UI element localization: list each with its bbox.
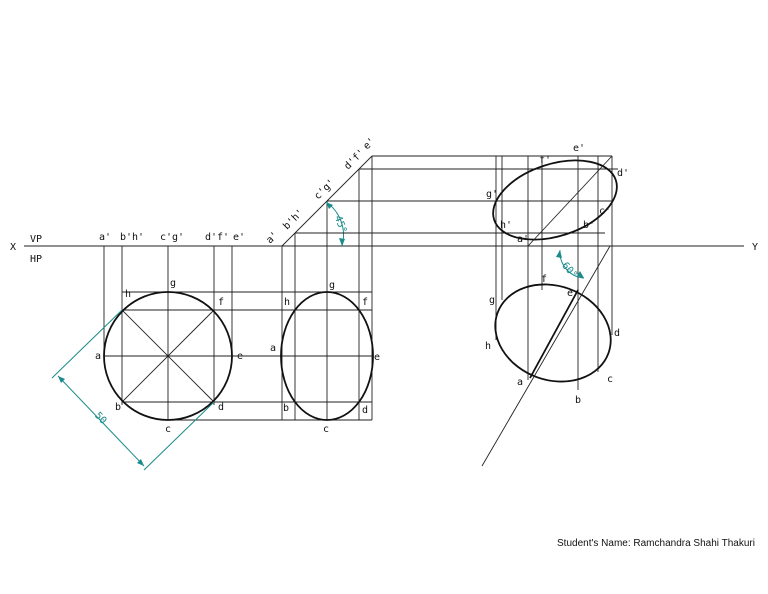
view2-fv-label: b'h' <box>281 207 306 232</box>
view2-tv-label: c <box>323 424 329 435</box>
view3-top-view-ellipse <box>494 283 612 383</box>
view2-group: a' b'h' c'g' d'f' e' 45° a b c d e f g h <box>264 136 380 435</box>
view3-fv-label: c' <box>599 206 611 217</box>
view3-construction-line <box>481 245 611 467</box>
view2-tv-label: h <box>284 297 290 308</box>
view3-major-axis <box>529 289 579 379</box>
view3-group: a' b' c' d' e' f' g' h' 60° a b c d e f … <box>295 143 629 467</box>
view2-tv-label: d <box>362 405 368 416</box>
view2-fv-label: c'g' <box>312 177 337 202</box>
xy-line-group: X Y VP HP <box>10 234 758 265</box>
view3-tv-label: e <box>567 288 573 299</box>
view3-inclined-axis <box>527 155 613 247</box>
view2-tv-label: a <box>270 343 276 354</box>
arrowhead <box>556 250 562 258</box>
view3-tv-label: b <box>575 395 581 406</box>
view1-tv-label: g <box>170 278 176 289</box>
extension-line <box>143 401 215 471</box>
view1-tv-label: b <box>115 402 121 413</box>
view1-tv-label: d <box>218 402 224 413</box>
x-label: X <box>10 242 16 253</box>
view3-fv-label: e' <box>573 143 585 154</box>
dimension-50-label: 50 <box>92 410 108 426</box>
view3-front-view-ellipse <box>492 159 618 241</box>
view2-tv-label: e <box>374 352 380 363</box>
dimension-line <box>57 375 145 467</box>
view2-fv-label: a' <box>264 230 280 246</box>
view1-tv-label: e <box>237 351 243 362</box>
view1-fv-label: c'g' <box>160 232 184 243</box>
view3-tv-label: d <box>614 328 620 339</box>
view3-tv-label: c <box>607 374 613 385</box>
view3-fv-label: a' <box>517 234 529 245</box>
view2-tv-label: f <box>362 297 368 308</box>
view3-tv-label: f <box>541 274 547 285</box>
view3-tv-label: h <box>485 341 491 352</box>
view2-tv-label: b <box>283 403 289 414</box>
view1-top-view-circle <box>103 291 233 421</box>
view3-fv-label: g' <box>486 189 498 200</box>
view2-fv-label: d'f' <box>342 147 367 172</box>
view3-tv-label: a <box>517 377 523 388</box>
view1-tv-label: c <box>165 424 171 435</box>
view1-fv-label: a' <box>99 232 111 243</box>
arrowhead <box>137 459 144 466</box>
arrowhead <box>326 202 333 209</box>
view2-fv-label: e' <box>361 136 377 152</box>
view3-tv-label: g <box>489 295 495 306</box>
view3-fv-label: b' <box>583 220 595 231</box>
extension-line <box>51 309 123 379</box>
arrowhead <box>339 238 345 246</box>
view1-tv-label: h <box>125 289 131 300</box>
view1-tv-label: a <box>95 351 101 362</box>
view1-fv-label: e' <box>233 232 245 243</box>
view1-fv-label: b'h' <box>120 232 144 243</box>
diagonal-line <box>121 309 215 403</box>
arrowhead <box>577 271 584 278</box>
student-name: Student's Name: Ramchandra Shahi Thakuri <box>557 538 755 549</box>
view2-tv-label: g <box>329 280 335 291</box>
hp-label: HP <box>30 254 42 265</box>
view3-fv-label: d' <box>617 168 629 179</box>
angle-45-label: 45° <box>332 214 349 235</box>
view3-fv-label: f' <box>539 155 551 166</box>
view3-fv-label: h' <box>500 220 512 231</box>
view2-top-view-ellipse <box>280 291 374 421</box>
view1-fv-label: d'f' <box>205 232 229 243</box>
y-label: Y <box>752 242 758 253</box>
vp-label: VP <box>30 234 42 245</box>
arrowhead <box>58 376 65 383</box>
view1-tv-label: f <box>218 297 224 308</box>
view1-group: a' b'h' c'g' d'f' e' a b c d e f g h <box>51 232 372 471</box>
